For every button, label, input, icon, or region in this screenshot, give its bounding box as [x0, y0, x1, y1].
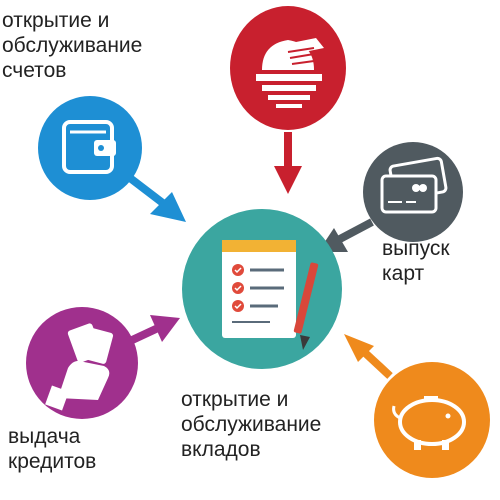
piggy-node: [374, 362, 490, 478]
deposits-label: открытие и обслуживание вкладов: [181, 388, 322, 461]
arrow-top-to-center: [274, 132, 302, 194]
hand-money-icon: [45, 323, 114, 411]
credits-label: выдача кредитов: [8, 425, 97, 473]
money-bag-icon: [256, 38, 324, 108]
top-node: [230, 6, 346, 130]
piggy-bank-icon: [392, 396, 466, 450]
arrow-piggy-to-center: [344, 334, 393, 379]
arrow-credit-from-center: [126, 315, 180, 346]
credit-node: [26, 307, 138, 419]
wallet-node: [38, 96, 142, 200]
wallet-icon: [62, 120, 116, 174]
arrow-wallet-to-center: [127, 174, 186, 222]
center-node: [182, 209, 342, 369]
card-node: [363, 142, 463, 242]
cards-label: выпуск карт: [382, 237, 450, 285]
accounts-label: открытие и обслуживание счетов: [2, 9, 143, 82]
checklist-icon: [222, 240, 319, 350]
credit-card-icon: [380, 156, 448, 214]
